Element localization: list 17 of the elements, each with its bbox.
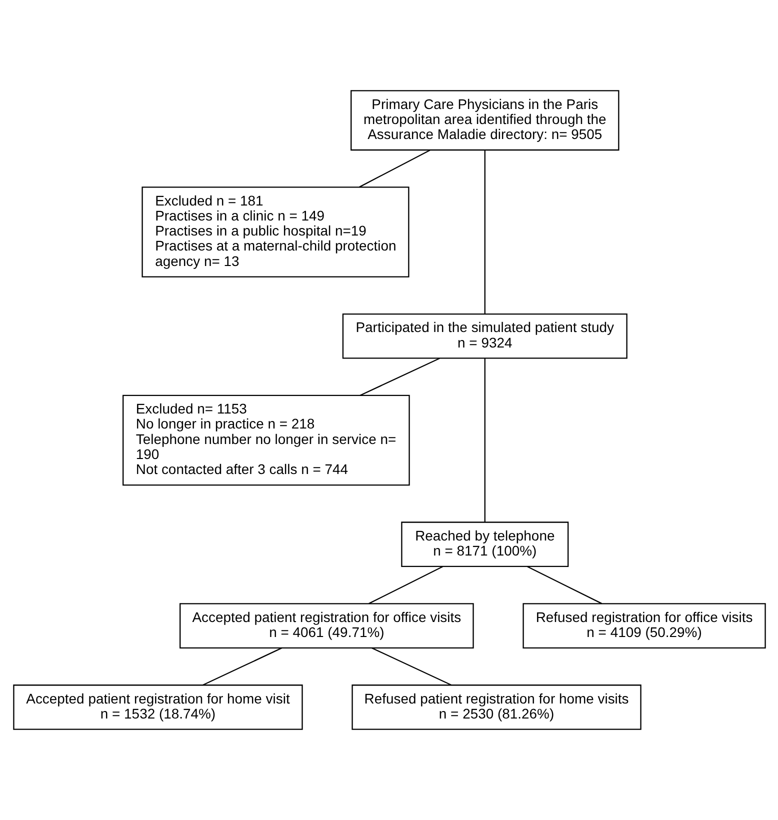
- connector: [484, 150, 485, 314]
- node-box: Excluded n = 181 Practises in a clinic n = 149 Practises in a public hospital n=19 Practises at a maternal-child protection agency n= 13: [141, 186, 409, 278]
- node-box: Primary Care Physicians in the Paris metropolitan area identified through the Assurance Maladie directory: n= 9505: [350, 90, 619, 151]
- connector: [371, 647, 452, 686]
- connector: [368, 566, 443, 604]
- connector: [202, 647, 282, 686]
- node-box: Accepted patient registration for home visit n = 1532 (18.74%): [12, 684, 302, 730]
- node-box: Refused registration for office visits n = 4109 (50.29%): [522, 603, 766, 648]
- node-box: Refused patient registration for home visits n = 2530 (81.26%): [351, 684, 641, 730]
- node-box: Accepted patient registration for office visits n = 4061 (49.71%): [179, 603, 474, 648]
- connector: [358, 150, 430, 188]
- connector: [359, 358, 440, 396]
- connector: [526, 566, 602, 604]
- node-box: Excluded n= 1153 No longer in practice n = 218 Telephone number no longer in service n= 190 Not contacted after 3 calls n = 744: [122, 394, 410, 486]
- node-box: Participated in the simulated patient study n = 9324: [342, 313, 627, 359]
- node-box: Reached by telephone n = 8171 (100%): [400, 522, 568, 568]
- connector: [484, 358, 485, 522]
